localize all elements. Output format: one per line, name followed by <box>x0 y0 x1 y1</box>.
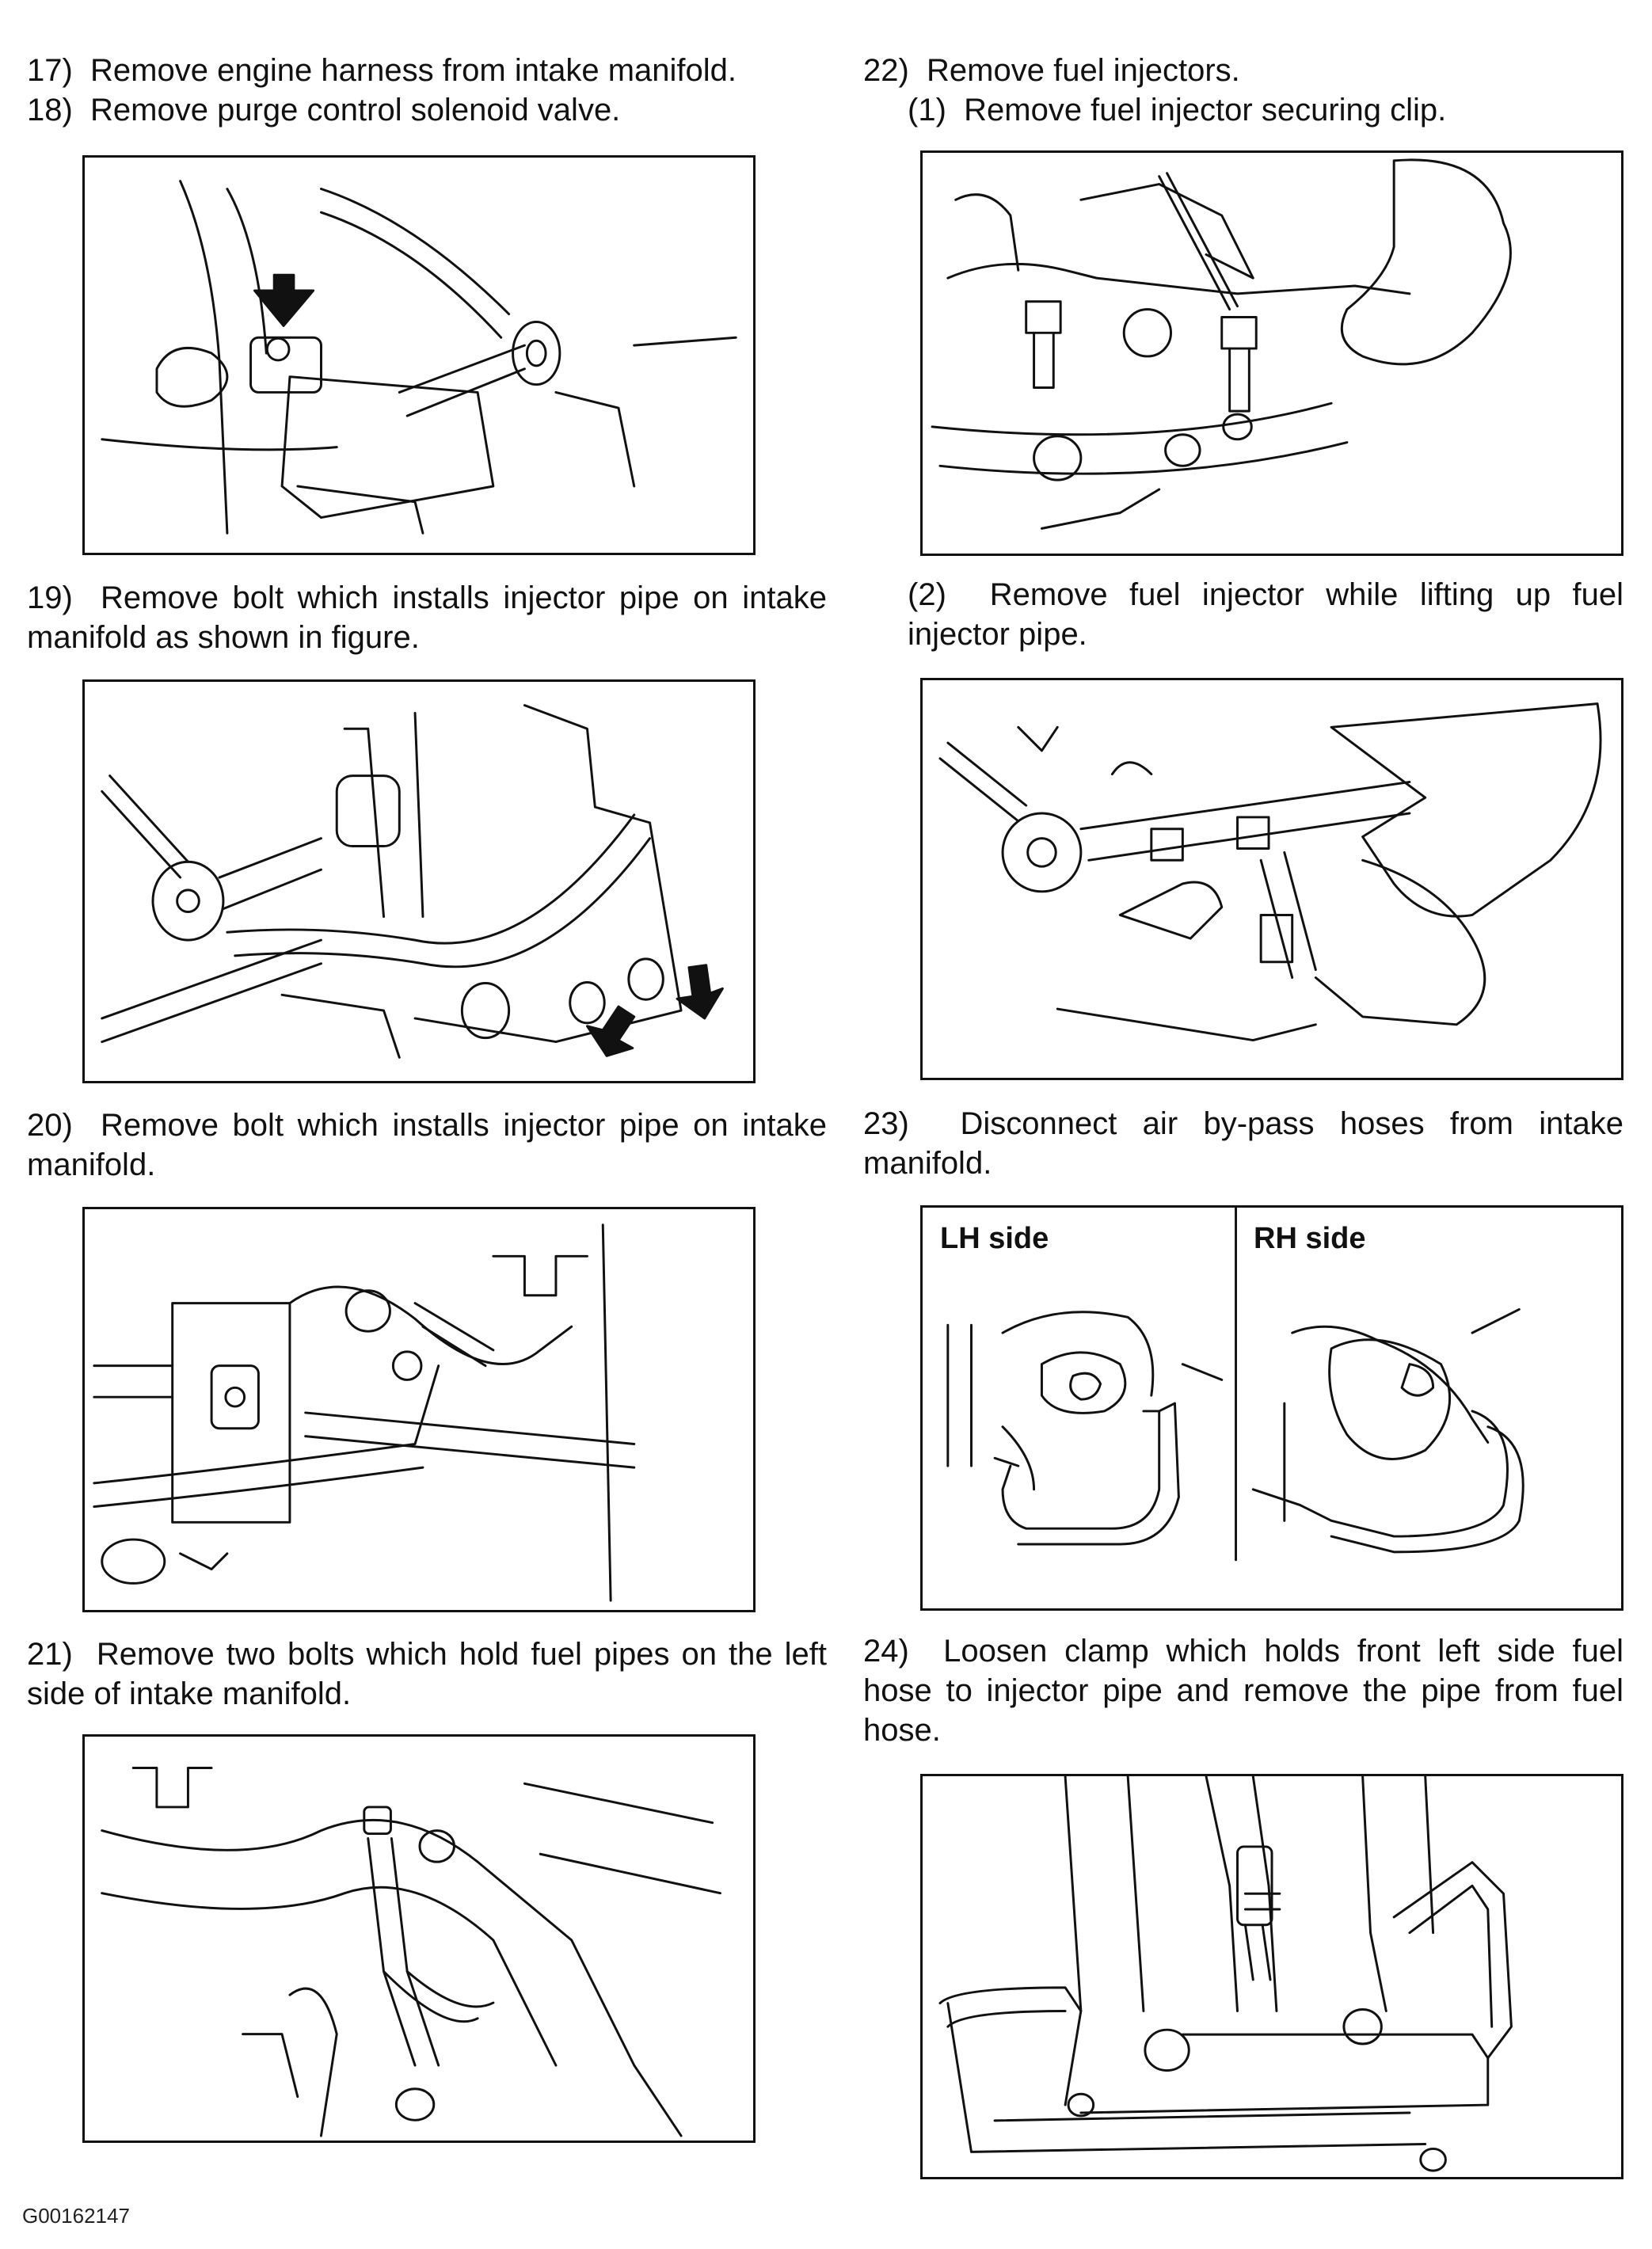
step-20-text: 20) Remove bolt which installs injector … <box>27 1108 836 1182</box>
figure-lift-injector-pipe <box>920 678 1623 1080</box>
step-24: 24) Loosen clamp which holds front left … <box>863 1631 1623 1750</box>
figure-air-bypass-hoses: LH side RH side <box>920 1205 1623 1611</box>
step-17-18: 17) Remove engine harness from intake ma… <box>27 51 827 130</box>
lh-side-label: LH side <box>940 1222 1049 1255</box>
injector-pipe-bolts-illustration <box>101 704 724 1059</box>
figure-id: G00162147 <box>22 2204 130 2228</box>
injector-pipe-bolt-illustration <box>93 1223 636 1602</box>
figure-injector-pipe-bolts <box>82 679 756 1083</box>
step-24-text: 24) Loosen clamp which holds front left … <box>863 1634 1633 1748</box>
figure-injector-clip <box>920 150 1623 556</box>
injector-clip-illustration <box>931 158 1512 530</box>
step-23: 23) Disconnect air by-pass hoses from in… <box>863 1104 1623 1183</box>
step-21-text: 21) Remove two bolts which hold fuel pip… <box>27 1637 836 1711</box>
step-22-2-text: (2) Remove fuel injector while lifting u… <box>908 577 1633 652</box>
fuel-pipe-bolts-illustration <box>101 1767 722 2137</box>
figure-fuel-pipe-bolts <box>82 1734 756 2143</box>
step-22-text: 22) Remove fuel injectors. <box>863 53 1240 88</box>
step-22-2: (2) Remove fuel injector while lifting u… <box>863 575 1623 654</box>
step-20: 20) Remove bolt which installs injector … <box>27 1105 827 1185</box>
lift-injector-pipe-illustration <box>938 702 1602 1042</box>
step-17-text: 17) Remove engine harness from intake ma… <box>27 53 737 88</box>
step-22-1-text: (1) Remove fuel injector securing clip. <box>908 93 1447 127</box>
step-21: 21) Remove two bolts which hold fuel pip… <box>27 1634 827 1714</box>
rh-side-label: RH side <box>1254 1222 1366 1255</box>
step-18-text: 18) Remove purge control solenoid valve. <box>27 93 621 127</box>
air-bypass-hoses-illustration <box>946 1208 1524 1562</box>
step-19-text: 19) Remove bolt which installs injector … <box>27 580 836 655</box>
purge-valve-illustration <box>101 180 737 535</box>
figure-injector-pipe-bolt <box>82 1207 756 1612</box>
step-23-text: 23) Disconnect air by-pass hoses from in… <box>863 1106 1633 1181</box>
step-19: 19) Remove bolt which installs injector … <box>27 578 827 657</box>
figure-front-left-fuel-hose <box>920 1774 1623 2179</box>
figure-purge-valve <box>82 155 756 555</box>
step-22: 22) Remove fuel injectors. (1) Remove fu… <box>863 51 1623 130</box>
front-left-fuel-hose-illustration <box>938 1776 1513 2172</box>
